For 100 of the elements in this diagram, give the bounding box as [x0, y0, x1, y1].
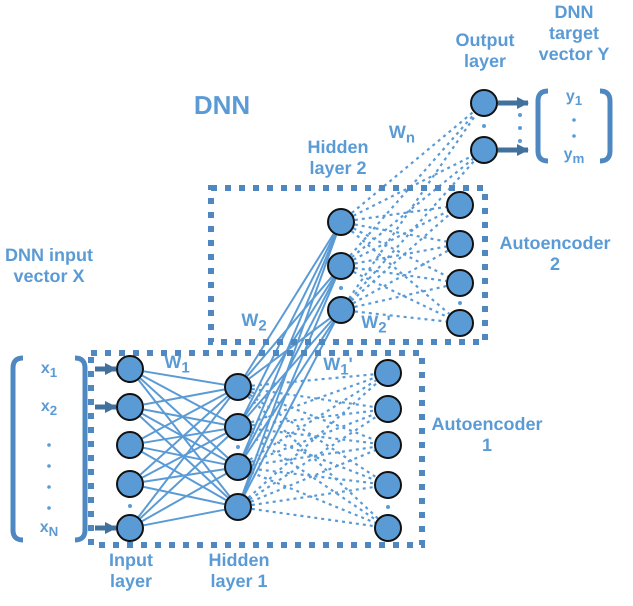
connection-line — [244, 277, 334, 416]
arrow — [95, 363, 117, 375]
arrow — [498, 97, 529, 109]
connection-line — [144, 428, 224, 444]
neuron-circle — [327, 252, 355, 280]
layer-label: Hidden layer 2 — [306, 137, 370, 179]
group-label: Autoencoder 1 — [430, 414, 544, 456]
layer-label: W$_{2}$ — [240, 310, 268, 337]
neuron-circle — [446, 269, 474, 297]
connection-line — [353, 227, 448, 278]
connection-line — [250, 471, 376, 524]
neuron-circle — [116, 431, 144, 459]
neuron-circle — [374, 431, 402, 459]
connection-line — [249, 394, 377, 478]
connection-line — [353, 155, 472, 217]
connection-line — [249, 379, 377, 461]
vector-heading: DNN target vector Y — [538, 2, 610, 65]
vector-element: x$_{1}$ — [40, 359, 58, 382]
connection-line — [247, 396, 379, 520]
arrow — [95, 522, 117, 534]
connection-line — [352, 250, 448, 304]
neuron-circle — [446, 191, 474, 219]
connection-line — [354, 310, 446, 323]
arrow — [498, 144, 529, 156]
neuron-circle — [224, 373, 252, 401]
connection-line — [252, 428, 374, 444]
neuron-circle — [327, 296, 355, 324]
connection-line — [250, 376, 376, 424]
connection-line — [252, 388, 374, 408]
layer-label: Output layer — [454, 30, 516, 72]
vector-element: y$_{m}$ — [562, 145, 586, 168]
vector-element: y$_{1}$ — [564, 87, 584, 110]
connection-line — [144, 388, 224, 406]
connection-line — [353, 271, 448, 318]
connection-line — [140, 378, 228, 458]
neuron-circle — [116, 355, 144, 383]
connection-line — [244, 233, 334, 376]
connection-line — [142, 451, 226, 501]
connection-line — [354, 206, 446, 222]
connection-line — [351, 111, 474, 214]
connection-line — [246, 320, 332, 418]
connection-line — [249, 416, 377, 500]
connection-line — [252, 446, 374, 466]
neuron-circle — [374, 471, 402, 499]
neuron-circle — [224, 493, 252, 521]
layer-label: W$_{1}$' — [322, 354, 354, 381]
connection-line — [350, 213, 450, 302]
layer-label: Hidden layer 1 — [208, 550, 270, 592]
connection-line — [140, 416, 228, 498]
connection-line — [252, 410, 374, 426]
layer-label: W$_{1}$ — [163, 352, 191, 379]
connection-line — [244, 322, 336, 496]
connection-line — [144, 370, 224, 386]
neuron-circle — [224, 413, 252, 441]
vector-heading: DNN input vector X — [4, 245, 94, 287]
connection-line — [242, 278, 336, 494]
connection-line — [142, 432, 226, 478]
connection-line — [138, 379, 230, 497]
neuron-circle — [116, 514, 144, 542]
diagram-title: DNN — [192, 90, 252, 120]
connection-line — [250, 449, 376, 503]
connection-line — [242, 234, 338, 494]
connection-line — [243, 234, 336, 415]
neuron-circle — [470, 136, 498, 164]
connection-line — [244, 321, 334, 456]
connection-line — [244, 278, 336, 455]
vector-element: x$_{N}$ — [38, 518, 60, 542]
connection-line — [248, 381, 378, 499]
neuron-circle — [374, 359, 402, 387]
neuron-circle — [374, 514, 402, 542]
connection-line — [248, 434, 378, 522]
neuron-circle — [116, 470, 144, 498]
connection-line — [351, 158, 474, 258]
connection-line — [242, 234, 337, 454]
connection-line — [354, 245, 446, 265]
connection-line — [354, 285, 447, 308]
arrow — [95, 401, 117, 413]
connection-line — [252, 508, 374, 528]
layer-label: W$_{2}$' — [360, 312, 392, 339]
neuron-circle — [446, 230, 474, 258]
vector-element: x$_{2}$ — [40, 397, 58, 420]
group-label: Autoencoder 2 — [498, 233, 612, 275]
neuron-circle — [224, 453, 252, 481]
neuron-circle — [446, 309, 474, 337]
connection-line — [142, 473, 226, 522]
connection-line — [142, 374, 226, 422]
layer-label: Input layer — [108, 550, 154, 592]
connection-line — [353, 210, 448, 261]
connection-line — [143, 486, 225, 506]
connection-line — [142, 392, 226, 440]
connection-line — [246, 276, 333, 377]
connection-line — [248, 318, 330, 380]
connection-line — [140, 436, 228, 520]
neuron-circle — [327, 208, 355, 236]
connection-line — [144, 408, 224, 426]
layer-label: W$_{n}$ — [388, 122, 416, 149]
connection-line — [142, 412, 226, 462]
connection-line — [140, 396, 228, 476]
neuron-circle — [470, 89, 498, 117]
connection-line — [138, 398, 230, 518]
